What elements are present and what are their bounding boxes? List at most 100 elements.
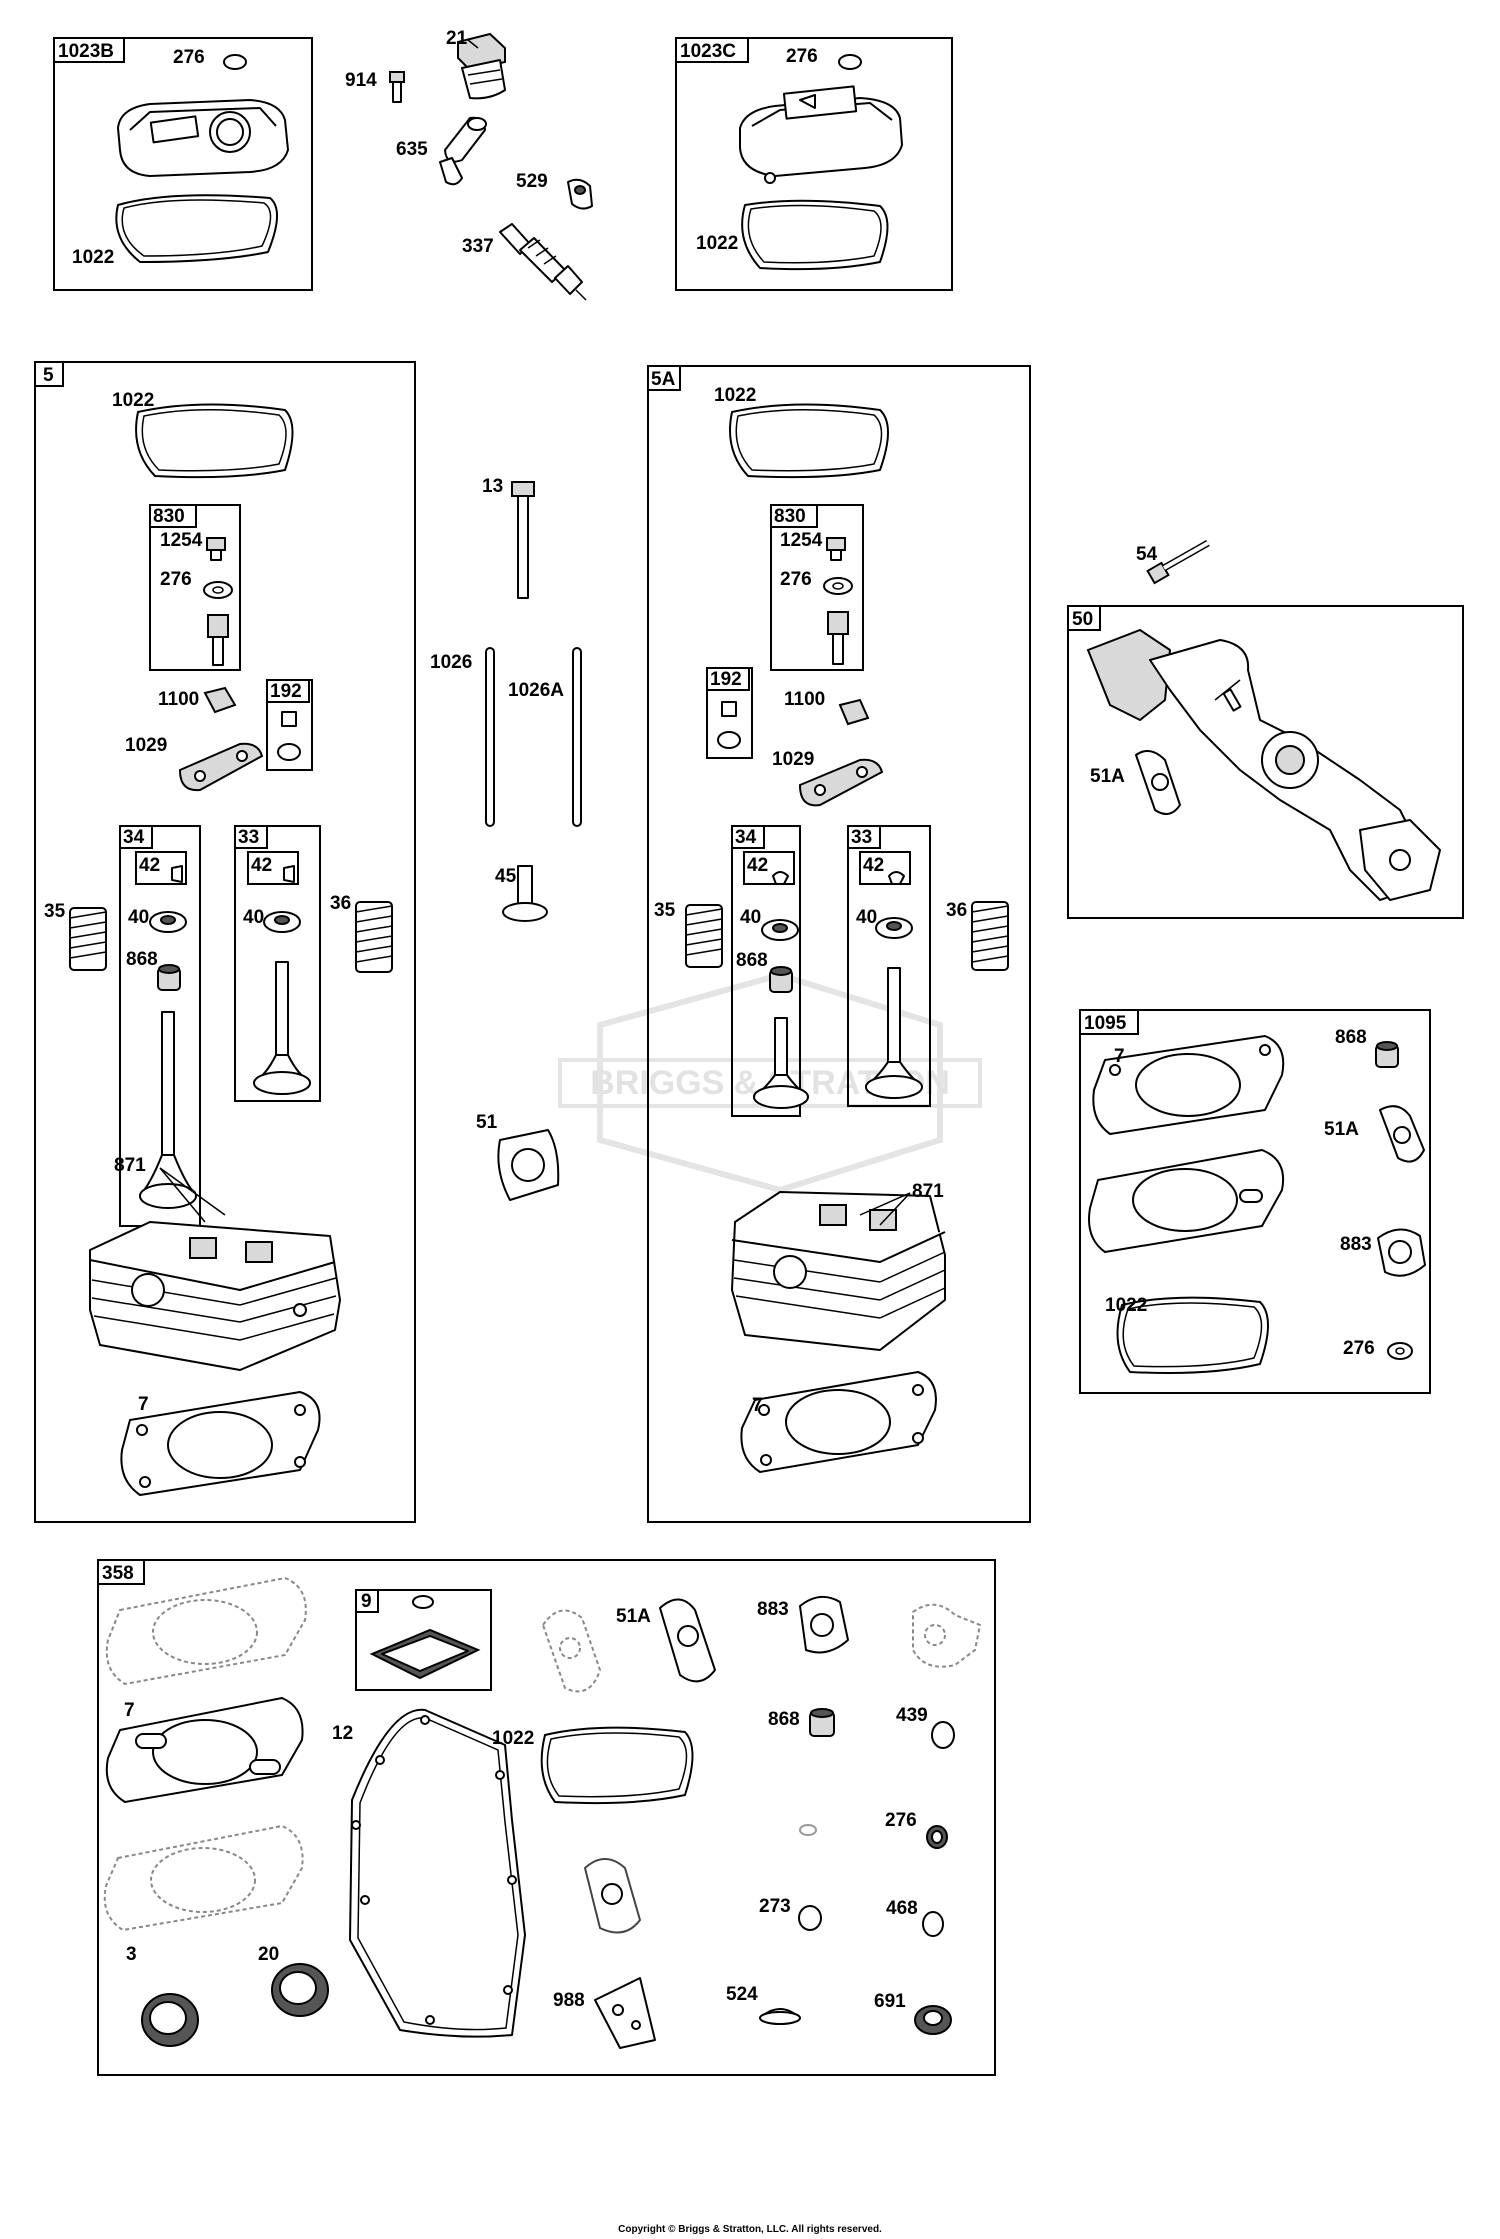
- keepers-42-b: [283, 865, 295, 883]
- part-label-1022-c: 1022: [112, 390, 154, 411]
- ring-439: [931, 1721, 955, 1749]
- guide-192-b-top: [721, 701, 737, 717]
- group-label-1023B: 1023B: [58, 41, 114, 62]
- gasket-1022-d: [729, 403, 889, 479]
- part-label-35-b: 35: [654, 900, 676, 921]
- part-label-21: 21: [446, 28, 468, 49]
- part-label-468: 468: [886, 1898, 918, 1919]
- group-label-42-c: 42: [747, 855, 768, 876]
- washer-276-b: [838, 54, 862, 70]
- group-label-1023C: 1023C: [680, 41, 736, 62]
- part-label-273: 273: [759, 1896, 791, 1917]
- group-label-5: 5: [43, 365, 54, 386]
- part-label-1022-e: 1022: [1105, 1295, 1147, 1316]
- part-label-868-c: 868: [1335, 1027, 1367, 1048]
- part-label-40-b: 40: [243, 907, 264, 928]
- group-label-830-b: 830: [774, 506, 806, 527]
- group-tag-192-a: [266, 679, 310, 703]
- guide-192-a-top: [281, 711, 297, 727]
- group-tag-34-a: [119, 825, 153, 849]
- part-label-36-b: 36: [946, 900, 967, 921]
- part-label-7-c: 7: [1114, 1046, 1125, 1067]
- part-label-914: 914: [345, 70, 377, 91]
- part-label-868-a: 868: [126, 949, 158, 970]
- valve-seal-868-d: [809, 1708, 835, 1737]
- group-tag-830-b: [770, 504, 818, 528]
- ghost-head-gasket-2: [103, 1824, 304, 1932]
- head-gasket-7-d: [105, 1697, 304, 1803]
- group-box-42-b: [247, 851, 299, 885]
- guide-192-b-ring: [717, 731, 741, 749]
- group-label-42-b: 42: [251, 855, 272, 876]
- group-box-50: [1067, 605, 1464, 919]
- group-label-42-d: 42: [863, 855, 884, 876]
- valve-spring-35-b: [685, 904, 723, 968]
- bolt-914: [389, 71, 405, 103]
- ghost-gasket-c: [584, 1858, 641, 1934]
- spark-plug-337: [499, 223, 587, 301]
- group-label-5A: 5A: [651, 369, 676, 390]
- group-label-33-b: 33: [851, 827, 872, 848]
- group-tag-192-b: [706, 667, 750, 691]
- copyright-notice: Copyright © Briggs & Stratton, LLC. All …: [618, 2224, 882, 2235]
- group-label-50: 50: [1072, 609, 1093, 630]
- ring-468: [922, 1911, 944, 1937]
- gasket-51A-a: [1135, 750, 1181, 815]
- part-label-35-a: 35: [44, 901, 66, 922]
- group-tag-1023C: [675, 37, 749, 63]
- valve-exhaust-b: [865, 967, 923, 1099]
- ghost-head-gasket-1: [105, 1576, 307, 1686]
- keepers-42-c: [772, 871, 789, 885]
- part-label-868-b: 868: [736, 950, 768, 971]
- part-label-871-a: 871: [114, 1155, 146, 1176]
- gasket-1022-e: [1116, 1296, 1269, 1374]
- rocker-arm-1029-a: [178, 742, 264, 792]
- valve-cover-1023B: [117, 99, 289, 177]
- part-label-276-d: 276: [780, 569, 812, 590]
- valve-intake-b: [753, 1017, 809, 1109]
- group-box-42-c: [743, 851, 795, 885]
- valve-spring-36-b: [971, 901, 1009, 971]
- part-label-276-b: 276: [786, 46, 818, 67]
- group-tag-5A: [647, 365, 681, 391]
- group-tag-1095: [1079, 1009, 1139, 1035]
- head-gasket-7-c: [1092, 1035, 1285, 1135]
- part-label-40-d: 40: [856, 907, 877, 928]
- seal-691: [914, 2005, 952, 2035]
- valve-cover-1023C: [739, 85, 903, 184]
- valve-spring-35-a: [69, 907, 107, 971]
- keepers-42-d: [888, 871, 905, 885]
- part-label-40-c: 40: [740, 907, 761, 928]
- part-label-276-c: 276: [160, 569, 192, 590]
- part-label-3: 3: [126, 1944, 137, 1965]
- group-tag-5: [34, 361, 64, 387]
- pushrod-1026A: [572, 647, 582, 827]
- group-label-358: 358: [102, 1563, 134, 1584]
- pivot-1100-b: [838, 698, 870, 726]
- oil-seal-3: [141, 1993, 199, 2047]
- group-box-42-a: [135, 851, 187, 885]
- part-label-868-d: 868: [768, 1709, 800, 1730]
- ghost-gasket-b: [912, 1603, 982, 1668]
- part-label-13: 13: [482, 476, 503, 497]
- part-label-988: 988: [553, 1990, 585, 2011]
- gasket-883-a: [1377, 1228, 1426, 1277]
- group-tag-50: [1067, 605, 1101, 631]
- group-box-5: [34, 361, 416, 1523]
- spark-plug-boot-635: [439, 116, 487, 186]
- keepers-42-a: [171, 865, 183, 883]
- part-label-635: 635: [396, 139, 428, 160]
- group-box-9: [355, 1589, 492, 1691]
- part-label-45: 45: [495, 866, 517, 887]
- group-tag-830-a: [149, 504, 197, 528]
- plug-524: [759, 2008, 801, 2025]
- group-label-830-a: 830: [153, 506, 185, 527]
- part-label-1022-f: 1022: [492, 1728, 534, 1749]
- gasket-988: [594, 1977, 656, 2049]
- part-label-529: 529: [516, 171, 548, 192]
- group-label-34-a: 34: [123, 827, 145, 848]
- pushrod-1026: [485, 647, 495, 827]
- part-label-1029-a: 1029: [125, 735, 167, 756]
- part-label-36-a: 36: [330, 893, 351, 914]
- part-label-1026: 1026: [430, 652, 472, 673]
